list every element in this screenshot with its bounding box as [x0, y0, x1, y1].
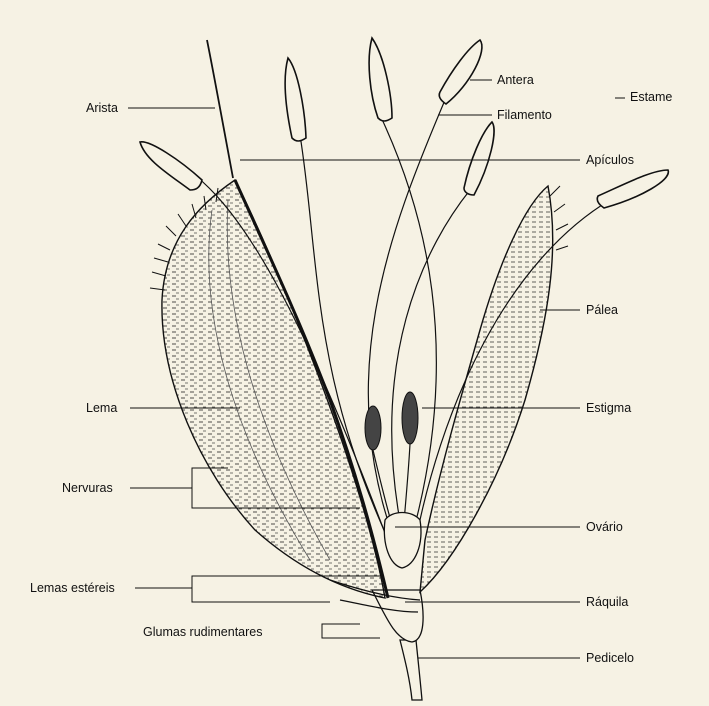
- label-lemas-estereis: Lemas estéreis: [30, 581, 115, 595]
- palea: [420, 186, 553, 592]
- label-arista: Arista: [86, 101, 118, 115]
- label-glumas-rudimentares: Glumas rudimentares: [143, 625, 263, 639]
- label-raquila: Ráquila: [586, 595, 628, 609]
- label-apiculos: Apículos: [586, 153, 634, 167]
- pedicel: [400, 640, 422, 700]
- label-palea: Pálea: [586, 303, 618, 317]
- anther: [369, 38, 392, 121]
- label-filamento: Filamento: [497, 108, 552, 122]
- anther: [464, 122, 494, 195]
- label-lema: Lema: [86, 401, 117, 415]
- label-nervuras: Nervuras: [62, 481, 113, 495]
- anther: [285, 58, 306, 141]
- label-pedicelo: Pedicelo: [586, 651, 634, 665]
- ovary: [384, 513, 421, 569]
- lemma: [162, 180, 385, 598]
- anther: [439, 40, 482, 104]
- label-estame: Estame: [630, 90, 672, 104]
- label-estigma: Estigma: [586, 401, 631, 415]
- label-ovario: Ovário: [586, 520, 623, 534]
- label-antera: Antera: [497, 73, 534, 87]
- awn: [207, 40, 233, 178]
- stigma: [365, 406, 381, 450]
- anthers: [140, 38, 668, 208]
- anther: [140, 142, 202, 190]
- stigma: [402, 392, 418, 444]
- anther: [597, 170, 668, 208]
